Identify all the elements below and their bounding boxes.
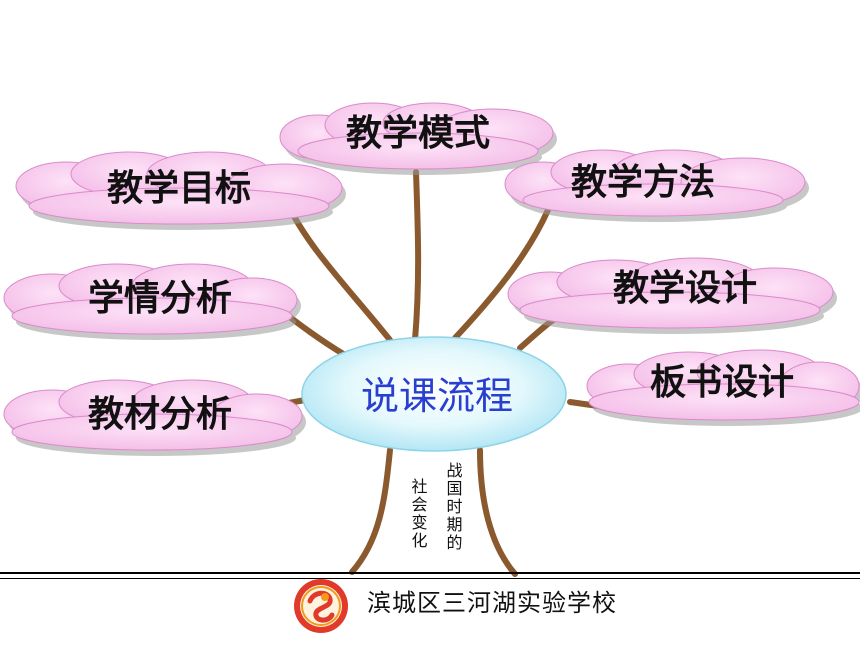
node-label-teaching-methods: 教学方法 — [571, 161, 715, 203]
trunk-right — [477, 447, 518, 577]
cloud-teaching-model: 教学模式 — [279, 102, 557, 175]
branch-teaching-model — [412, 169, 422, 343]
branch-teaching-goals — [285, 202, 393, 343]
node-label-textbook-analysis: 教材分析 — [88, 394, 232, 435]
node-label-student-analysis: 学情分析 — [88, 277, 232, 319]
cloud-student-analysis: 学情分析 — [3, 263, 301, 340]
cloud-teaching-goals: 教学目标 — [15, 151, 346, 230]
trunk-text-left: 社会变化 — [409, 478, 428, 550]
node-label-teaching-model: 教学模式 — [346, 112, 490, 154]
cloud-blackboard-design: 板书设计 — [586, 349, 860, 426]
cloud-textbook-analysis: 教材分析 — [3, 379, 306, 456]
node-label-teaching-goals: 教学目标 — [107, 167, 251, 209]
cloud-teaching-design: 教学设计 — [507, 257, 837, 334]
school-name: 滨城区三河湖实验学校 — [367, 589, 617, 617]
footer-divider-top — [0, 572, 860, 574]
node-label-blackboard-design: 板书设计 — [650, 362, 794, 403]
branch-teaching-methods — [452, 207, 551, 341]
trunk-left — [349, 447, 393, 575]
center-node: 说课流程 — [301, 336, 567, 452]
school-logo — [294, 579, 348, 633]
center-label: 说课流程 — [361, 374, 513, 418]
footer-divider-bottom — [0, 578, 860, 579]
trunk-text-right: 战国时期的 — [444, 462, 463, 552]
node-label-teaching-design: 教学设计 — [613, 267, 757, 309]
cloud-teaching-methods: 教学方法 — [504, 149, 809, 222]
